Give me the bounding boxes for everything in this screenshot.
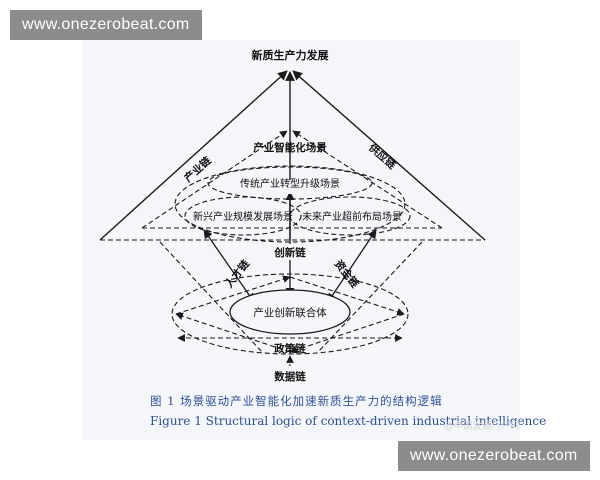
diamond-right-bottom — [289, 313, 405, 354]
capital-chain-label: 资金链 — [332, 257, 362, 290]
scene-transform-label: 传统产业转型升级场景 — [240, 177, 340, 190]
industry-chain-side — [99, 70, 288, 241]
figure-panel: 新质生产力发展 产业链 供应链 产业智能化场景 传统产业转型升级场景 新兴产业规… — [82, 40, 520, 440]
consortium-label: 产业创新联合体 — [253, 306, 327, 319]
inner-triangle-right — [292, 130, 443, 229]
inner-triangle-left — [141, 130, 288, 229]
scene-group-title: 产业智能化场景 — [253, 141, 327, 154]
industry-chain-label: 产业链 — [182, 154, 214, 185]
watermark-bottom: www.onezerobeat.com — [398, 441, 590, 471]
talent-chain-arrow — [203, 229, 255, 303]
source-credit: @中国发展门户网 — [444, 421, 521, 432]
watermark-top: www.onezerobeat.com — [10, 10, 202, 40]
diamond-bottom-left — [175, 312, 291, 353]
capital-chain-arrow — [327, 229, 377, 303]
supply-chain-label: 供应链 — [365, 140, 398, 171]
consortium-core-ellipse — [229, 289, 351, 335]
scene-transform-ellipse — [207, 166, 373, 200]
supply-chain-side — [292, 70, 486, 241]
innovation-chain-label: 创新链 — [273, 246, 306, 259]
structural-logic-diagram: 新质生产力发展 产业链 供应链 产业智能化场景 传统产业转型升级场景 新兴产业规… — [99, 48, 486, 383]
scene-future-label: 未来产业超前布局场景 — [302, 210, 402, 223]
scene-outer-ellipse — [174, 165, 406, 243]
scene-emerging-label: 新兴产业规模发展场景 — [193, 210, 293, 223]
apex-label: 新质生产力发展 — [252, 48, 330, 62]
data-chain-label: 数据链 — [273, 370, 306, 383]
figure-caption-english: Figure 1 Structural logic of context-dri… — [150, 414, 547, 428]
policy-chain-label: 政策链 — [274, 342, 306, 355]
figure-caption-chinese: 图 1 场景驱动产业智能化加速新质生产力的结构逻辑 — [150, 394, 443, 408]
